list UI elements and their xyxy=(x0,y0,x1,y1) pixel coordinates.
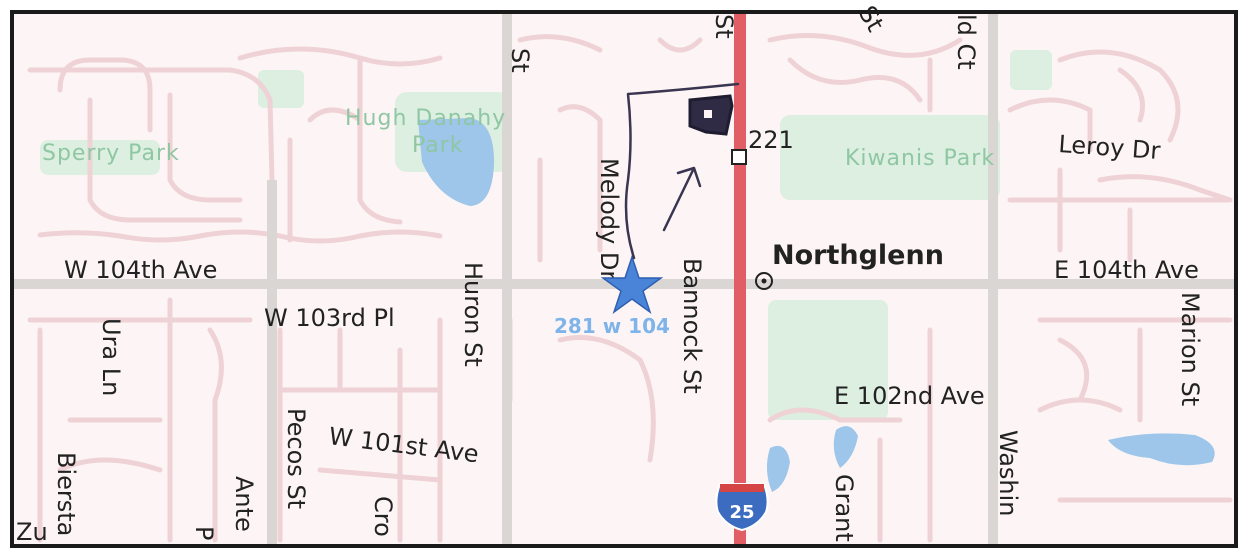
street-label-bannock-st: Bannock St xyxy=(678,258,706,394)
street-label-w103: W 103rd Pl xyxy=(264,304,395,332)
park-label-hugh-danahy-line2: Park xyxy=(412,133,464,158)
street-label-top-i25-st: St xyxy=(710,14,738,39)
route-arrow-icon xyxy=(662,166,702,232)
destination-star-icon[interactable] xyxy=(600,254,664,314)
minor-streets xyxy=(27,33,1233,543)
shield-icon xyxy=(715,483,769,532)
shield-number: 25 xyxy=(729,502,754,523)
route-line xyxy=(624,82,740,260)
street-label-ura: Ura Ln xyxy=(97,318,125,396)
pond-east-1 xyxy=(766,445,790,492)
city-center-icon[interactable] xyxy=(755,272,773,290)
park-label-hugh-danahy-line1: Hugh Danahy xyxy=(345,106,506,131)
park-area-sperry xyxy=(40,140,160,175)
pond-east-2 xyxy=(833,426,858,468)
hand-drawn-route xyxy=(624,82,740,260)
water-bodies xyxy=(418,118,1215,492)
park-area-kiwanis xyxy=(780,115,1000,200)
park-label-kiwanis: Kiwanis Park xyxy=(845,146,995,171)
park-area-south-northglenn xyxy=(768,300,888,420)
street-label-huron: Huron St xyxy=(459,262,487,367)
park-label-sperry: Sperry Park xyxy=(42,141,180,166)
street-label-ante: Ante xyxy=(230,476,258,532)
exit-number-label: 221 xyxy=(748,126,794,154)
city-label-northglenn: Northglenn xyxy=(772,240,944,271)
lake-east xyxy=(1108,433,1215,466)
street-label-zu: Zu xyxy=(16,518,48,546)
street-label-biersta: Biersta xyxy=(52,452,80,536)
street-label-p-fragment: P xyxy=(190,526,218,540)
street-label-top-left-st: St xyxy=(506,48,534,73)
street-label-w104: W 104th Ave xyxy=(64,256,217,284)
street-label-e104: E 104th Ave xyxy=(1054,256,1199,284)
street-label-washington: Washin xyxy=(994,430,1022,517)
park-area-top-right xyxy=(1010,50,1052,90)
exit-221-marker[interactable] xyxy=(731,149,747,165)
address-label: 281 w 104 xyxy=(554,314,670,338)
street-label-grant: Grant xyxy=(830,474,858,542)
interstate-25-shield[interactable]: 25 xyxy=(715,483,769,532)
street-label-melody-dr: Melody Dr xyxy=(595,158,623,280)
street-label-e102: E 102nd Ave xyxy=(834,382,985,410)
street-label-cro: Cro xyxy=(369,496,397,537)
shield-top-band xyxy=(720,484,764,492)
street-label-marion: Marion St xyxy=(1176,292,1204,406)
street-label-pecos: Pecos St xyxy=(282,408,310,509)
map-frame xyxy=(10,10,1238,548)
lake-hugh-danahy xyxy=(418,118,495,206)
building-window xyxy=(704,110,712,118)
street-label-top-ct: ld Ct xyxy=(952,14,980,70)
